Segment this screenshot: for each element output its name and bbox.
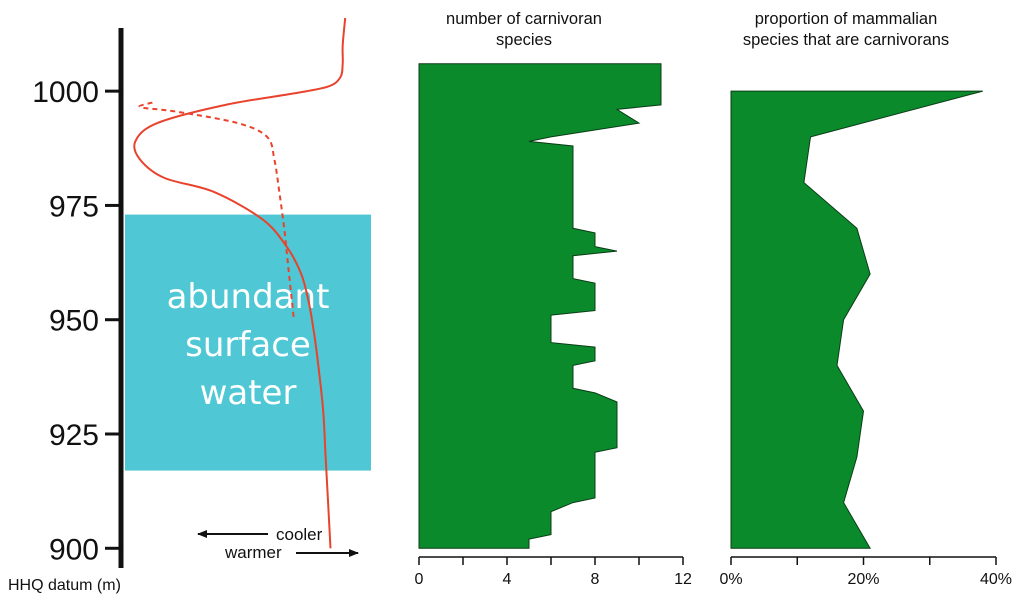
carnivoran-proportion-title-line-2: species that are carnivorans bbox=[743, 31, 949, 49]
carnivoran-count-title-line-2: species bbox=[496, 31, 552, 49]
cooler-label: cooler bbox=[276, 525, 323, 544]
carnivoran-proportion-tick-label-0: 0% bbox=[719, 571, 742, 588]
carnivoran-count-axis: 0 4 8 12 bbox=[415, 556, 692, 588]
surface-water-band bbox=[125, 214, 371, 471]
temperature-panel: abundant surface water 9009259509751000 … bbox=[8, 17, 371, 594]
carnivoran-count-tick-label-12: 12 bbox=[674, 571, 692, 588]
water-label-line-1: abundant bbox=[167, 277, 330, 317]
dashed-temperature-curve bbox=[138, 101, 295, 320]
solid-temperature-curve bbox=[133, 17, 347, 549]
datum-tick-label-900: 900 bbox=[49, 533, 99, 566]
carnivoran-proportion-axis: 0% 20% 40% bbox=[719, 556, 1012, 588]
temperature-curves bbox=[133, 17, 347, 549]
water-label-line-2: surface bbox=[185, 325, 311, 365]
datum-tick-label-975: 975 bbox=[49, 190, 99, 223]
datum-tick-label-950: 950 bbox=[49, 305, 99, 338]
carnivoran-proportion-title-line-1: proportion of mammalian bbox=[755, 10, 938, 28]
datum-tick-label-925: 925 bbox=[49, 419, 99, 452]
carnivoran-proportion-tick-label-20: 20% bbox=[847, 571, 879, 588]
carnivoran-count-title-line-1: number of carnivoran bbox=[446, 10, 602, 28]
carnivoran-count-area bbox=[418, 63, 662, 549]
carnivoran-count-panel: number of carnivoran species 0 4 8 12 bbox=[415, 10, 692, 588]
carnivoran-count-tick-label-8: 8 bbox=[591, 571, 600, 588]
carnivoran-count-tick-label-4: 4 bbox=[503, 571, 512, 588]
carnivoran-proportion-area bbox=[730, 90, 983, 549]
carnivoran-proportion-tick-label-40: 40% bbox=[980, 571, 1012, 588]
warmer-label: warmer bbox=[224, 543, 282, 562]
carnivoran-proportion-panel: proportion of mammalian species that are… bbox=[719, 10, 1012, 588]
carnivoran-count-tick-label-0: 0 bbox=[415, 571, 424, 588]
datum-axis: 900 925 950 975 1000 bbox=[32, 28, 124, 568]
water-label-line-3: water bbox=[200, 373, 297, 413]
datum-axis-label: HHQ datum (m) bbox=[8, 577, 121, 594]
datum-tick-label-1000: 1000 bbox=[32, 76, 99, 109]
